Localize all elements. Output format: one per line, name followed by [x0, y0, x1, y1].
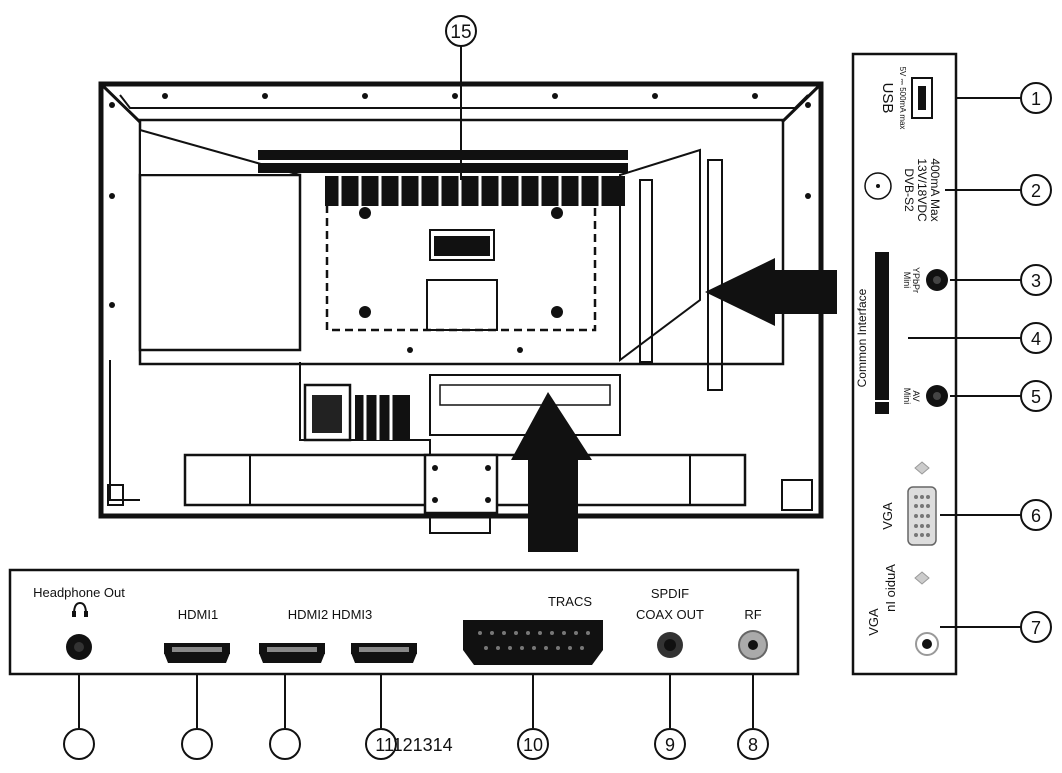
callout-5-label: 5: [1031, 387, 1041, 407]
callout-10-label: 10: [523, 735, 543, 755]
bottom-callout-leaders: [78, 674, 754, 728]
bottom-callout-circles: [63, 728, 769, 760]
callout-6-label: 6: [1031, 506, 1041, 526]
mini-av-label-1: Mini: [902, 388, 912, 405]
callout-1-label: 1: [1031, 89, 1041, 109]
callout-9-label: 9: [665, 735, 675, 755]
headphone-icon: [73, 601, 87, 615]
callout-2-label: 2: [1031, 181, 1041, 201]
vga-label: VGA: [880, 502, 895, 530]
tv-rear-panel: [98, 81, 824, 534]
callout-8-label: 8: [748, 735, 758, 755]
scart-label: TRACS: [548, 594, 592, 609]
rf-label: RF: [744, 607, 761, 622]
common-interface-slot: [875, 252, 889, 400]
hdmi23-label: HDMI2 HDMI3: [288, 607, 373, 622]
callout-15-label: 15: [450, 22, 471, 43]
side-connector-panel: USB 5V ⎓ 500mA max DVB-S2 13V/18VDC 400m…: [851, 52, 958, 676]
mini-av-label-2: AV: [911, 390, 921, 401]
common-interface-label: Common Interface: [855, 288, 869, 387]
mini-ypbpr-label-2: YPbPr: [911, 267, 921, 293]
dvb-label-line1: DVB-S2: [902, 168, 916, 212]
right-callout-numbers: 1 2 3 4 5 6 7: [1031, 89, 1041, 638]
hdmi1-label: HDMI1: [178, 607, 218, 622]
spdif-label-2: COAX OUT: [636, 607, 704, 622]
callout-4-label: 4: [1031, 329, 1041, 349]
scart-connector: [463, 620, 603, 665]
callout-15: 15: [445, 15, 477, 180]
hdmi-ports: [164, 643, 417, 663]
mini-ypbpr-label-1: Mini: [902, 272, 912, 289]
spdif-label-1: SPDIF: [651, 586, 689, 601]
bottom-connector-panel: Headphone Out HDMI1 HDMI2 HDMI3 TRACS: [8, 568, 800, 676]
vent-slots: [338, 176, 602, 440]
callout-11-14-label: 11121314: [375, 735, 452, 755]
callout-7-label: 7: [1031, 618, 1041, 638]
right-callout-leaders: [908, 97, 1021, 628]
usb-rating-label: 5V ⎓ 500mA max: [898, 67, 907, 130]
arrow-up-icon: [511, 392, 592, 552]
audio-in-label: nI oiduA: [883, 564, 898, 612]
vent-grille: [258, 150, 628, 440]
vga-bottom-label: VGA: [866, 608, 881, 636]
arrow-left-icon: [705, 258, 837, 326]
usb-label: USB: [879, 83, 896, 114]
dvb-label-line3: 400mA Max: [928, 158, 942, 221]
dvb-label-line2: 13V/18VDC: [915, 158, 929, 222]
bottom-callout-numbers: 11121314 10 9 8: [375, 735, 758, 755]
right-callout-circles: [1020, 82, 1052, 643]
headphone-label: Headphone Out: [33, 585, 125, 600]
callout-3-label: 3: [1031, 271, 1041, 291]
